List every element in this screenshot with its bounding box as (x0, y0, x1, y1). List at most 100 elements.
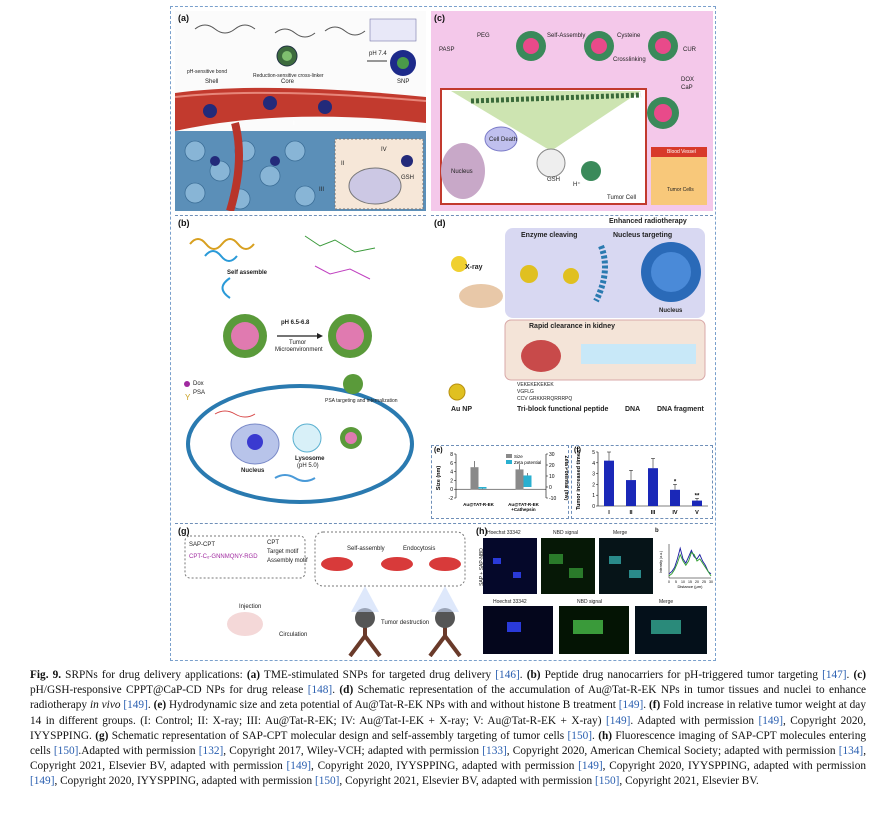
chart-f-panel-label: (f) (574, 447, 581, 454)
chart-h-x-label: Distance (μm) (678, 584, 704, 589)
figure-caption: Fig. 9. SRPNs for drug delivery applicat… (30, 668, 866, 790)
caption-text: in vivo (89, 699, 121, 712)
chart-h-x-tick-label: 5 (675, 580, 677, 584)
chart-e-y2-tick-label: 0 (549, 485, 552, 491)
caption-text: , Copyright 2020, IYYSPPING. (30, 714, 866, 742)
chart-f-category-label: I (608, 510, 610, 516)
micrograph-3d-hoechst (483, 606, 553, 654)
chart-f-y-tick-label: 5 (592, 450, 595, 456)
caption-text: (f) (648, 699, 661, 712)
caption-text: (a) (246, 669, 261, 681)
caption-text: .Adapted with permission (78, 745, 199, 758)
label-gsh-c: GSH (547, 177, 561, 183)
label-roman-i: I (293, 121, 295, 127)
caption-citation[interactable]: [132] (198, 745, 224, 758)
chart-e-bar (470, 467, 479, 490)
caption-citation[interactable]: [150] (567, 729, 593, 742)
panel-d-illustration (448, 228, 706, 401)
caption-citation[interactable]: [149] (758, 714, 783, 727)
caption-citation[interactable]: [146] (495, 669, 520, 681)
svg-text:Y: Y (185, 393, 191, 402)
caption-text: . (147, 699, 154, 712)
chart-h-series-line (668, 551, 712, 577)
caption-text: (b) (526, 669, 541, 681)
caption-citation[interactable]: [149] (286, 760, 312, 773)
chart-f-y-tick-label: 3 (592, 472, 595, 478)
chart-e-category-label: Au@TAT-R-EK (508, 502, 539, 507)
panel-b: (b) Y Self assemble (175, 215, 426, 515)
chart-e-bar (478, 487, 487, 489)
label-cpt: CPT (267, 540, 279, 546)
label-pasp: PASP (439, 47, 455, 53)
chart-f-bar (626, 480, 636, 506)
label-crosslinking: Crosslinking (613, 57, 646, 63)
label-tumor: Tumor (289, 340, 307, 346)
caption-text: (g) (95, 729, 109, 742)
caption-text: , Copyright 2021, Elsevier BV. (619, 775, 759, 788)
caption-text: . (846, 669, 854, 681)
caption-text: (c) (853, 669, 867, 681)
chart-e-y-tick-label: -2 (449, 496, 454, 502)
caption-fig-label: Fig. 9. (30, 669, 62, 681)
chart-h-x-tick-label: 25 (702, 580, 706, 584)
caption-citation[interactable]: [150] (53, 745, 79, 758)
chart-f-y-tick-label: 0 (592, 504, 595, 510)
caption-text: Schematic representation of SAP-CPT mole… (108, 729, 568, 742)
chart-f-significance: * (674, 479, 677, 485)
chart-h-series-line (668, 546, 712, 575)
caption-text: (e) (153, 699, 167, 712)
chart-e-bar (523, 475, 532, 487)
caption-body: SRPNs for drug delivery applications: (a… (30, 669, 866, 787)
label-tumor-destruction: Tumor destruction (381, 620, 430, 626)
chart-e-y-tick-label: 0 (450, 487, 453, 493)
label-lysosome: Lysosome (295, 456, 325, 462)
caption-text: (d) (339, 684, 354, 697)
chart-h-x-tick-label: 20 (695, 580, 699, 584)
label-sub-b: b (655, 528, 659, 534)
caption-citation[interactable]: [150] (314, 775, 340, 788)
panel-g-illustration (184, 531, 466, 657)
caption-text: Fluorescence imaging of SAP-CPT molecule… (30, 729, 866, 758)
label-tumor-cell: Tumor Cell (607, 195, 637, 201)
caption-citation[interactable]: [149] (30, 775, 55, 788)
label-nbd-3d: NBD signal (577, 599, 603, 605)
chart-e-bar (515, 469, 524, 490)
chart-h-x-tick-label: 15 (688, 580, 692, 584)
chart-h-x-tick-label: 10 (681, 580, 685, 584)
chart-e-y2-tick-label: 30 (549, 452, 555, 458)
label-merge-3d: Merge (659, 599, 674, 605)
caption-citation[interactable]: [149] (605, 714, 631, 727)
caption-citation[interactable]: [134] (838, 745, 864, 758)
caption-citation[interactable]: [150] (594, 775, 620, 788)
chart-e-category-label: +Cathepsin (511, 507, 536, 512)
label-ph74: pH 7.4 (369, 51, 387, 57)
caption-text: , Copyright 2020, IYYSPPING, adapted wit… (54, 775, 315, 788)
label-lysosome-ph: (pH 5.0) (297, 463, 319, 469)
chart-h-x-tick-label: 0 (668, 580, 670, 584)
panel-b-label: (b) (178, 218, 190, 228)
label-roman-iii: III (319, 187, 325, 193)
caption-citation[interactable]: [147] (822, 669, 847, 681)
chart-f-bar (670, 489, 680, 506)
chart-h-y-label: Intensity (a.u.) (659, 551, 663, 573)
caption-citation[interactable]: [149] (123, 699, 148, 712)
chart-f-category-label: II (629, 510, 633, 516)
caption-text: . (519, 669, 527, 681)
chart-e-y-tick-label: 2 (450, 478, 453, 484)
label-self-assembly-g: Self-assembly (347, 546, 385, 552)
label-cell-death: Cell Death (489, 137, 518, 143)
caption-citation[interactable]: [149] (618, 699, 644, 712)
caption-text: pH/GSH-responsive CPPT@CaP-CD NPs for dr… (30, 684, 308, 697)
chart-f-bar (648, 468, 658, 506)
caption-citation[interactable]: [149] (578, 760, 603, 773)
label-microenvironment: Microenvironment (275, 347, 323, 353)
caption-citation[interactable]: [133] (482, 745, 507, 758)
chart-e-legend-swatch (506, 460, 512, 464)
label-dna-fragment: DNA fragment (657, 406, 704, 413)
chart-e-y2-tick-label: -10 (549, 496, 556, 502)
caption-citation[interactable]: [148] (307, 684, 333, 697)
chart-f-bar (692, 500, 702, 506)
chart-e-legend-label: Zeta potential (514, 460, 541, 465)
label-hoechst-3d: Hoechst 33342 (493, 599, 527, 605)
label-enzyme-cleaving: Enzyme cleaving (521, 232, 578, 239)
